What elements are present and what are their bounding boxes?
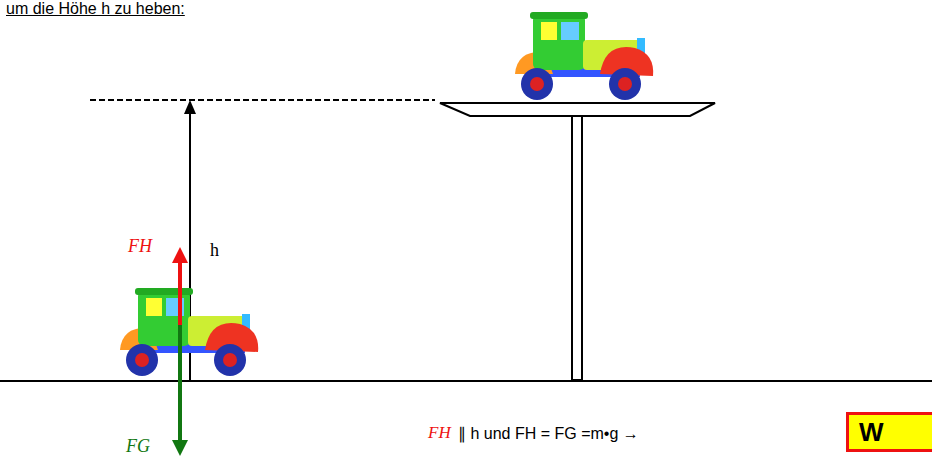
height-dashed-line [90, 99, 435, 101]
result-box: W [846, 412, 932, 452]
height-label: h [210, 240, 219, 261]
formula-term: FH [428, 423, 451, 443]
height-arrowhead [184, 100, 196, 114]
force-label: FG [126, 436, 150, 457]
force-label: FH [128, 236, 152, 257]
lift-force-arrowhead [172, 247, 188, 263]
heading: um die Höhe h zu heben: [6, 0, 185, 18]
result-text: W [859, 417, 884, 448]
car-ground [120, 288, 258, 376]
lift-pole [572, 116, 582, 380]
formula-text: ∥ h und FH = FG =m•g → [458, 424, 639, 443]
weight-force-arrowhead [172, 440, 188, 456]
lift-platform [440, 103, 715, 116]
car-lifted [515, 12, 653, 100]
weight-force-arrow [178, 325, 182, 440]
lift-force-arrow [178, 262, 182, 325]
ground-line [0, 380, 932, 382]
